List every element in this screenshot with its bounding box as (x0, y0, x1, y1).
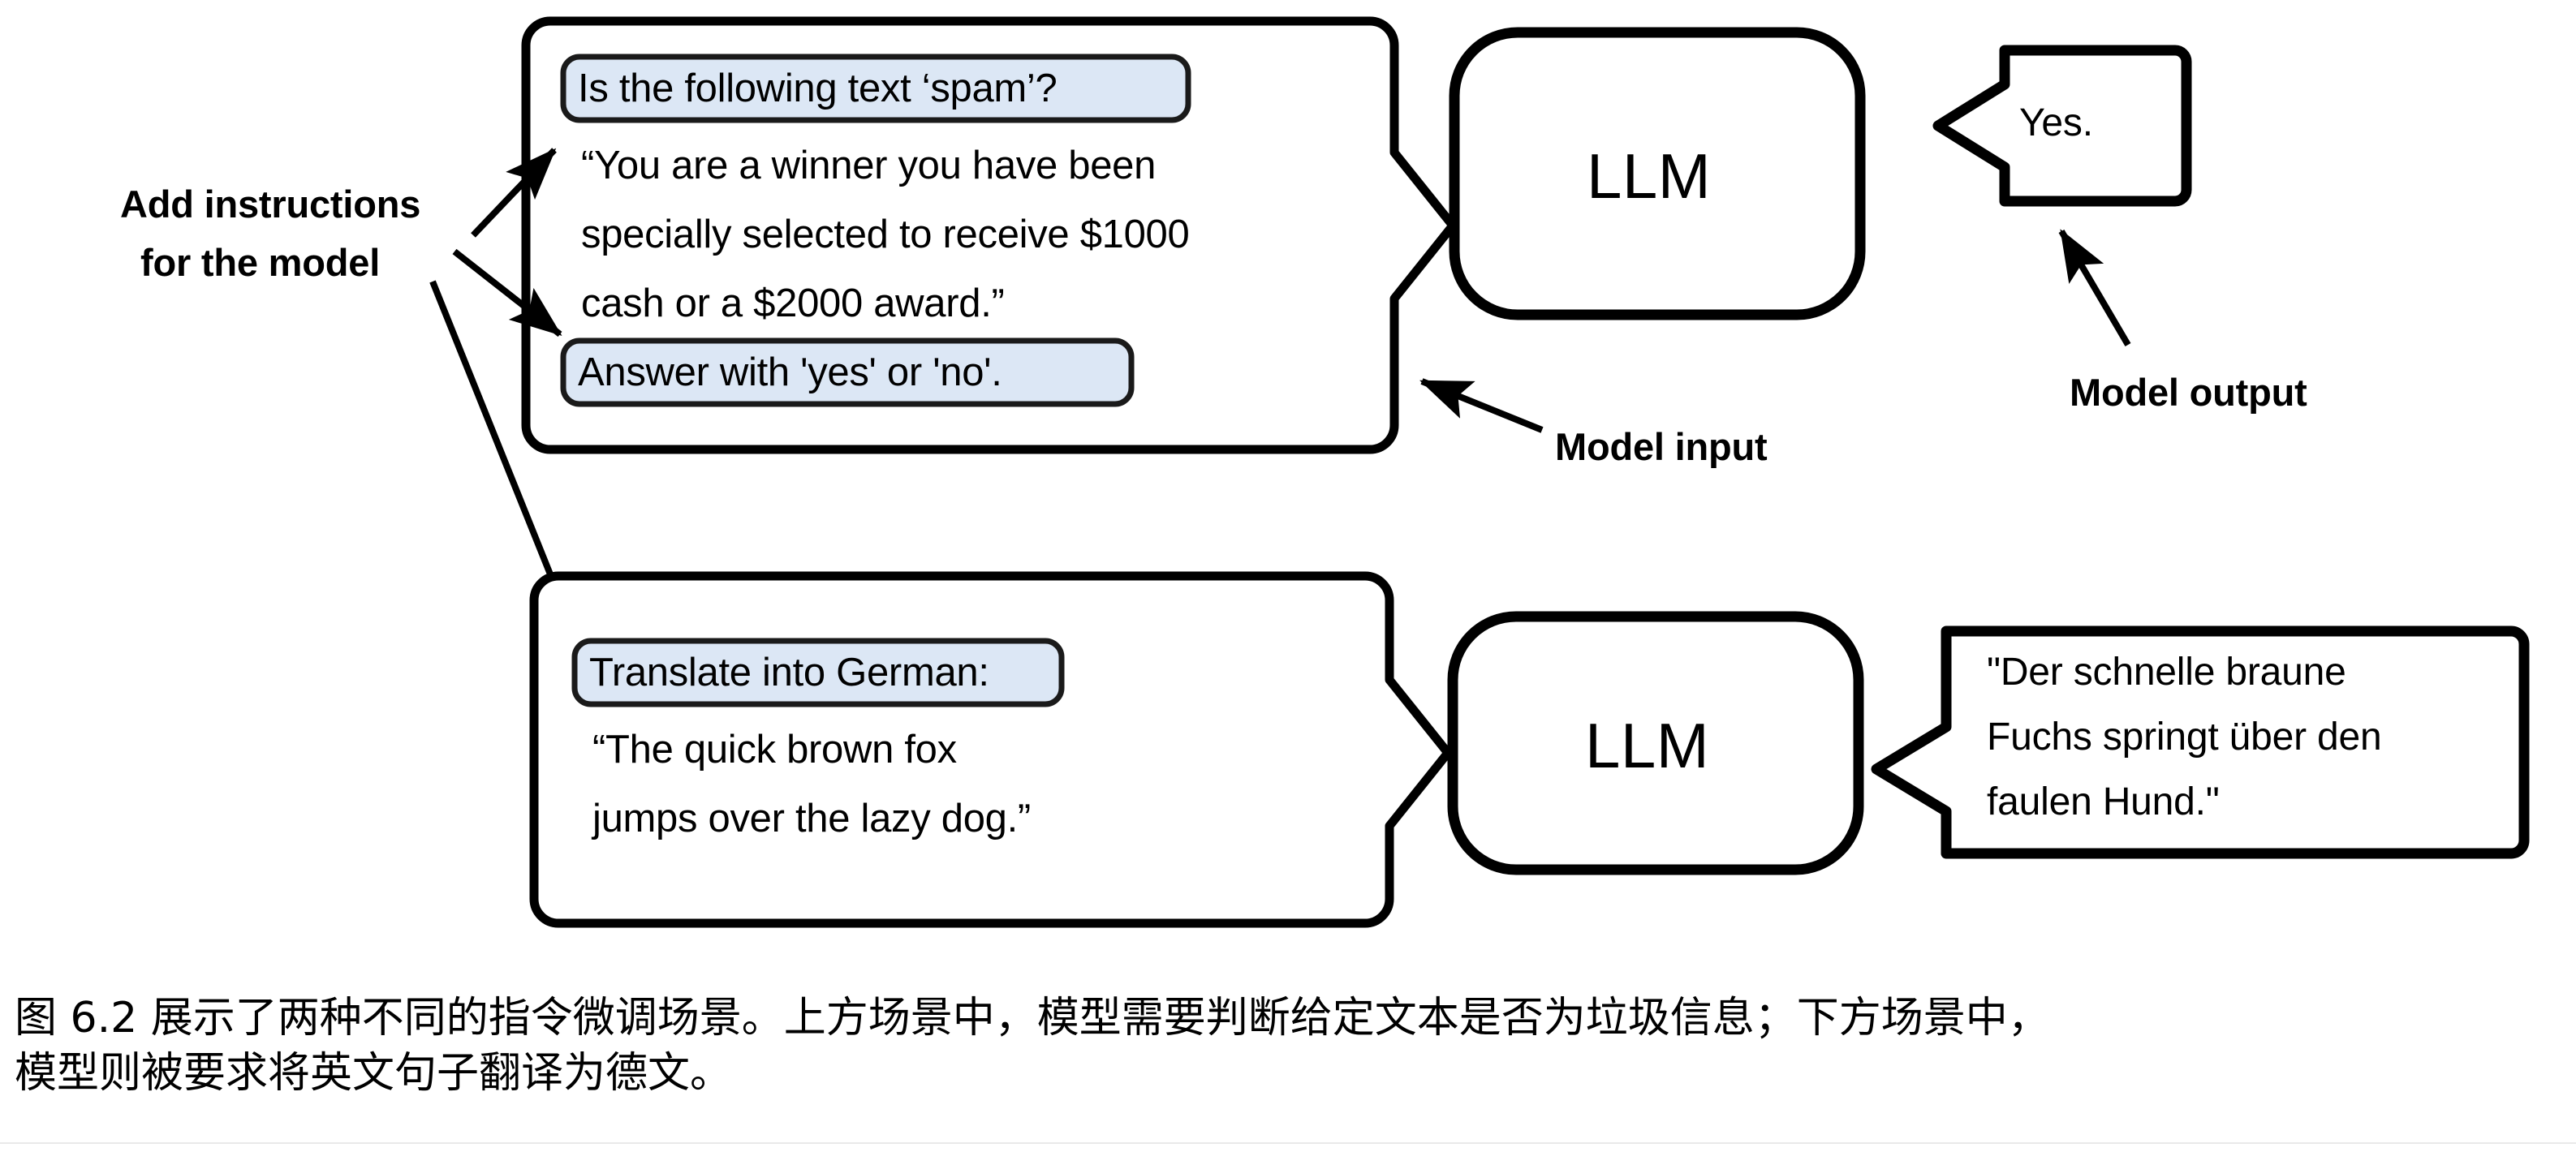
arrow-add-instructions-to-answer-pill (452, 248, 562, 337)
llm-box-bottom (1447, 611, 1864, 875)
arrow-model-input (1419, 378, 1544, 433)
annotation-add-instructions-line2: for the model (140, 241, 381, 284)
output-bubble-line-top-1: Yes. (2019, 101, 2093, 144)
answer-pill-top (560, 337, 1135, 407)
input-text-line-bottom-1: “The quick brown fox (592, 728, 957, 772)
output-bubble-top (1932, 45, 2192, 207)
arrow-model-output (2058, 229, 2131, 347)
annotation-model-output: Model output (2070, 371, 2307, 414)
instruction-pill-top (560, 54, 1191, 123)
input-text-line-top-3: cash or a $2000 award.” (581, 282, 1005, 325)
instruction-pill-label-bottom: Translate into German: (589, 651, 989, 694)
llm-label-bottom: LLM (1585, 710, 1710, 781)
input-text-line-bottom-2: jumps over the lazy dog.” (592, 797, 1031, 840)
arrow-add-instructions-to-top-pill (471, 148, 557, 238)
instruction-pill-label-top: Is the following text ‘spam’? (578, 67, 1058, 110)
output-bubble-bottom (1871, 625, 2530, 859)
page-bottom-rule (0, 1142, 2576, 1144)
input-text-line-top-1: “You are a winner you have been (581, 144, 1157, 187)
output-bubble-line-bottom-3: faulen Hund." (1987, 780, 2220, 823)
caption-line-1: 图 6.2 展示了两种不同的指令微调场景。上方场景中，模型需要判断给定文本是否为… (15, 994, 2050, 1042)
llm-box-top (1449, 27, 1866, 320)
caption-line-2: 模型则被要求将英文句子翻译为德文。 (15, 1048, 733, 1098)
annotation-add-instructions-line1: Add instructions (120, 183, 421, 226)
figure-caption: 图 6.2 展示了两种不同的指令微调场景。上方场景中，模型需要判断给定文本是否为… (15, 991, 2571, 1101)
annotation-model-input: Model input (1555, 425, 1768, 468)
answer-pill-label-top: Answer with 'yes' or 'no'. (578, 350, 1002, 394)
instruction-pill-bottom (571, 638, 1065, 707)
diagram-canvas (429, 16, 2530, 928)
output-bubble-line-bottom-2: Fuchs springt über den (1987, 716, 2382, 759)
input-text-line-top-2: specially selected to receive $1000 (581, 213, 1190, 256)
llm-label-top: LLM (1587, 140, 1712, 212)
output-bubble-line-bottom-1: "Der schnelle braune (1987, 651, 2346, 694)
